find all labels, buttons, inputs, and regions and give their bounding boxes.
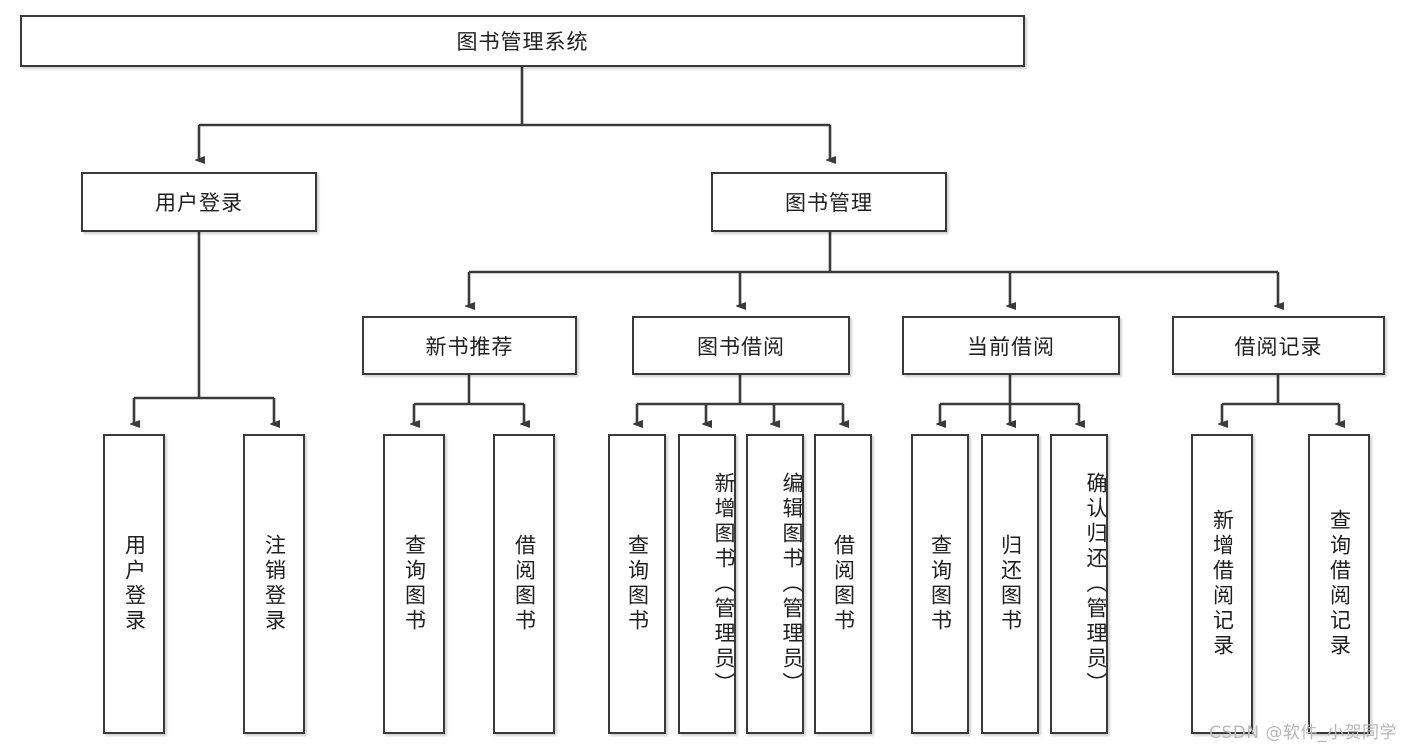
leaf-borrow-borrow-book[interactable]: 借阅图书 [814, 434, 872, 734]
leaf-borrow-add-book-admin[interactable]: 新增图书（管理员） [678, 434, 736, 734]
leaf-record-add-record[interactable]: 新增借阅记录 [1191, 434, 1253, 734]
leaf-record-query-record[interactable]: 查询借阅记录 [1308, 434, 1370, 734]
node-current-borrow[interactable]: 当前借阅 [902, 316, 1120, 375]
leaf-current-query-book[interactable]: 查询图书 [911, 434, 969, 734]
leaf-current-confirm-return-admin[interactable]: 确认归还（管理员） [1050, 434, 1108, 734]
leaf-current-return-book[interactable]: 归还图书 [981, 434, 1039, 734]
csdn-watermark: CSDN @软件_小贺同学 [1209, 723, 1397, 743]
node-new-book-recommend[interactable]: 新书推荐 [362, 316, 577, 375]
leaf-borrow-edit-book-admin[interactable]: 编辑图书（管理员） [746, 434, 804, 734]
leaf-user-login-login[interactable]: 用户登录 [103, 434, 165, 734]
leaf-new-book-borrow[interactable]: 借阅图书 [493, 434, 555, 734]
node-borrow-record[interactable]: 借阅记录 [1172, 316, 1385, 375]
node-root-system[interactable]: 图书管理系统 [20, 15, 1025, 67]
node-book-management[interactable]: 图书管理 [711, 172, 947, 232]
node-user-login[interactable]: 用户登录 [81, 172, 317, 232]
leaf-borrow-query-book[interactable]: 查询图书 [608, 434, 666, 734]
leaf-user-login-logout[interactable]: 注销登录 [243, 434, 305, 734]
leaf-new-book-query[interactable]: 查询图书 [383, 434, 445, 734]
node-book-borrow[interactable]: 图书借阅 [632, 316, 850, 375]
